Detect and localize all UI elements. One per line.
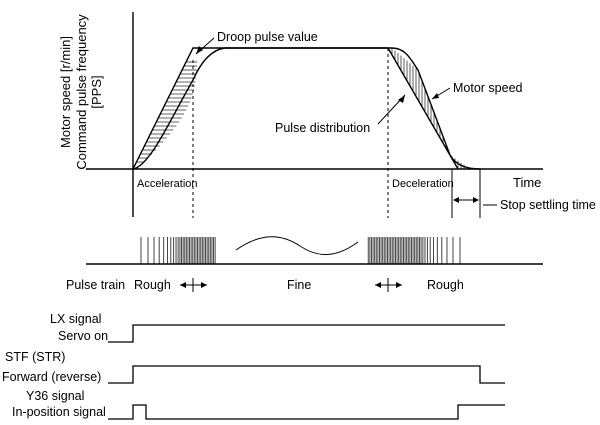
rough-left-label: Rough [134,278,171,292]
boundary-marker-right [375,278,402,292]
fine-label: Fine [287,278,311,292]
stf-signal-waveform [108,365,505,384]
droop-arrowhead [196,46,203,54]
pulse-ticks-left [140,237,216,264]
droop-pulse-label: Droop pulse value [217,30,318,44]
y36-signal-waveform [108,404,505,420]
fine-wave [235,236,359,256]
settling-arrow-left [453,197,459,203]
droop-hatch-accel [136,61,198,163]
boundary-marker-left [180,278,207,292]
motor-speed-arrowhead [432,93,439,99]
speed-graph: Motor speed [r/min] Command pulse freque… [58,12,596,218]
lx-signal-waveform [108,324,505,343]
stf-signal-label: STF (STR) [5,350,65,364]
stop-settling-label: Stop settling time [500,198,596,212]
command-pulse-curve [132,47,459,170]
rough-right-label: Rough [427,278,464,292]
y36-signal-label: Y36 signal [26,389,84,403]
y-axis-label-line1: Motor speed [r/min] [58,36,73,148]
pulse-distribution-arrowhead [398,95,405,103]
acceleration-label: Acceleration [137,178,198,190]
pulse-distribution-label: Pulse distribution [275,121,370,135]
pulse-ticks-right [367,237,461,264]
settling-arrow-right [473,197,479,203]
pulse-train-strip: Pulse train Rough Fine Rough [66,236,543,292]
y-axis-label-line2: Command pulse frequency [74,14,89,170]
motor-speed-label: Motor speed [453,81,523,95]
pulse-train-label: Pulse train [66,278,125,292]
droop-hatch-decel [391,48,468,169]
y-axis-label-line3: [PPS] [89,75,104,108]
forward-reverse-label: Forward (reverse) [2,370,101,384]
time-label: Time [513,175,541,190]
deceleration-label: Deceleration [392,178,454,190]
lx-signal-label: LX signal [50,312,101,326]
motor-speed-curve [132,47,481,170]
servo-on-label: Servo on [58,329,108,343]
signals: LX signal Servo on STF (STR) Forward (re… [2,312,505,420]
in-position-label: In-position signal [12,405,106,419]
